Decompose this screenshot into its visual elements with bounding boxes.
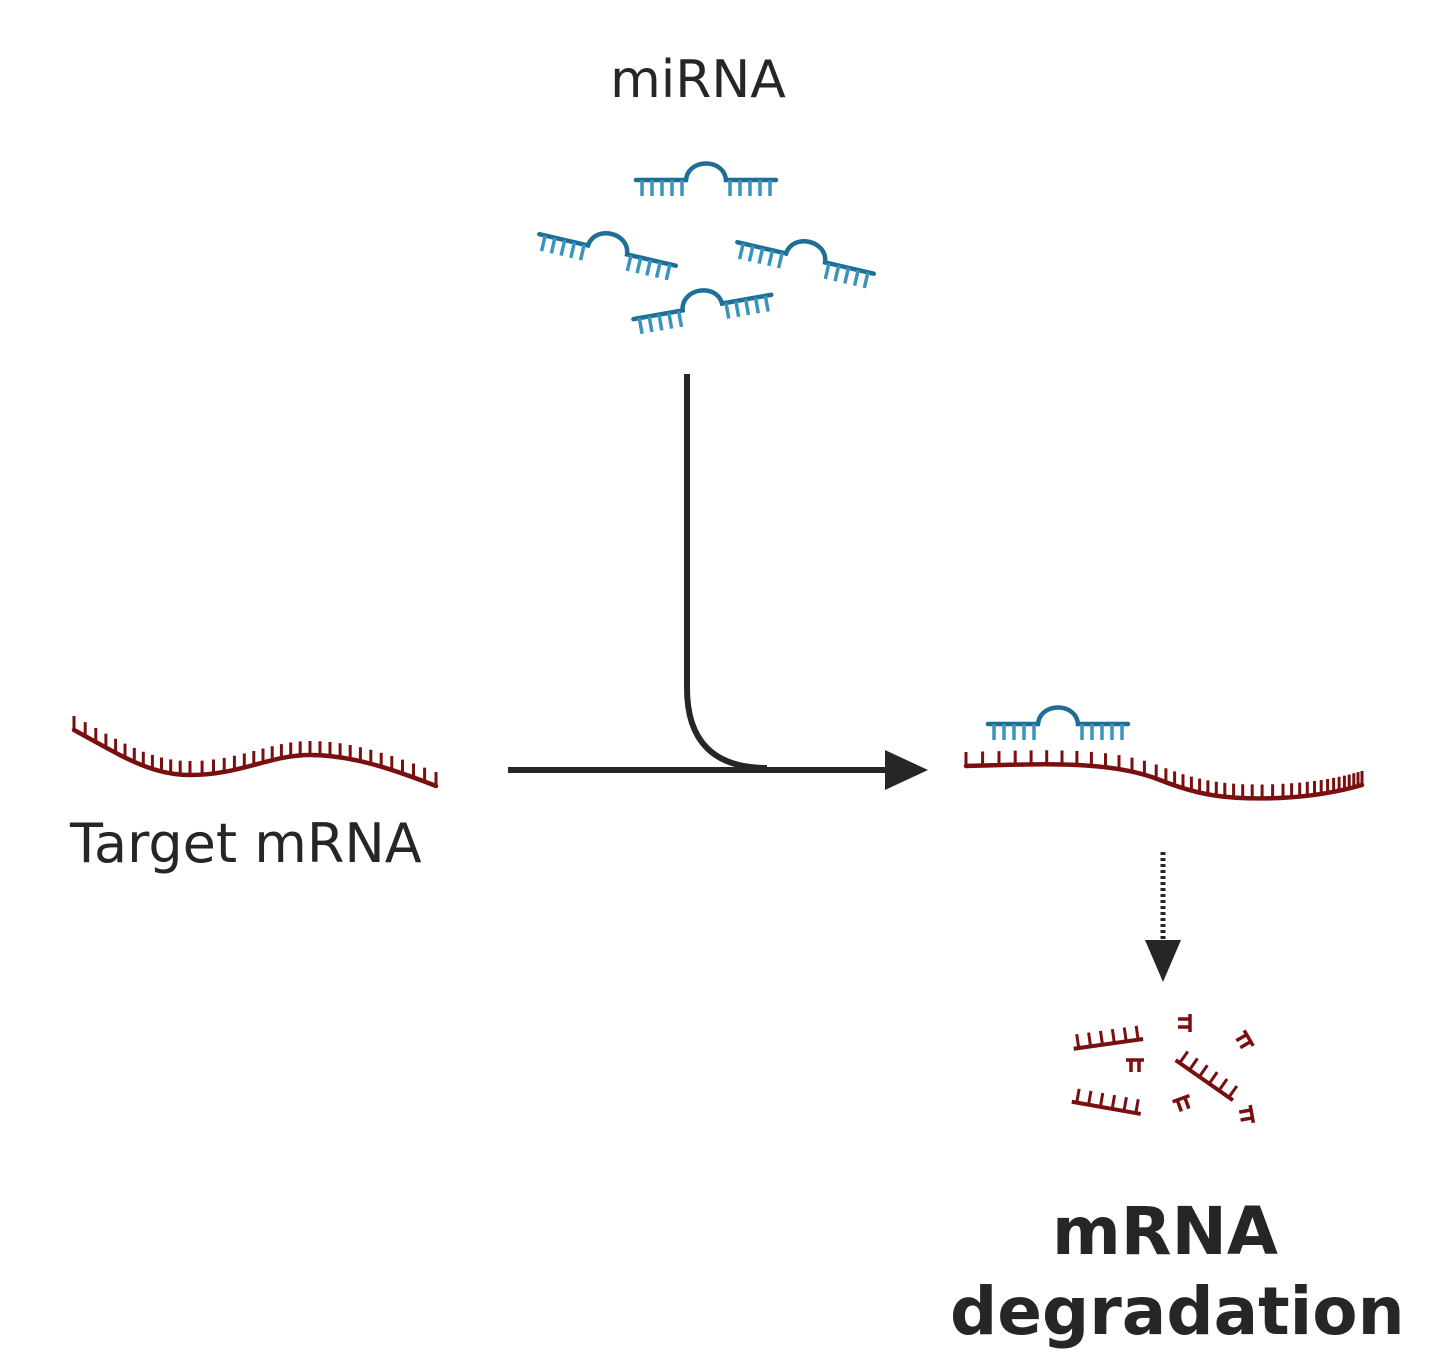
mrna-degradation-label: mRNA degradation (950, 1192, 1405, 1352)
degradation-label-line1: mRNA (1052, 1193, 1278, 1270)
mirna-molecule (631, 279, 775, 335)
mirna-molecule (636, 164, 776, 197)
mrna-fragment-bit (1176, 1012, 1192, 1034)
degradation-label-line2: degradation (950, 1273, 1405, 1350)
reaction-arrow (508, 374, 928, 790)
mrna-fragment-bit (1170, 1093, 1196, 1115)
bound-mirna (988, 708, 1128, 741)
mrna-fragments (1069, 1012, 1256, 1127)
mrna-fragment (1069, 1023, 1146, 1051)
target-mrna-strand (71, 716, 439, 789)
mrna-fragment (1069, 1085, 1146, 1116)
mrna-fragment-bit (1124, 1058, 1146, 1074)
bound-mrna-bases (964, 750, 1364, 799)
degradation-arrow (1145, 852, 1181, 982)
mirna-mrna-complex (963, 708, 1365, 801)
mrna-fragment (1173, 1046, 1243, 1103)
arrow-down-icon (1145, 940, 1181, 982)
mirna-molecule (536, 218, 680, 281)
target-mrna-bases (72, 716, 438, 786)
mrna-fragment-bit (1236, 1103, 1256, 1127)
mirna-cluster (536, 164, 878, 335)
mrna-fragment-bit (1232, 1028, 1255, 1054)
arrow-head-icon (885, 750, 928, 790)
mirna-molecule (734, 226, 878, 289)
mirna-label: miRNA (610, 50, 786, 110)
target-mrna-label: Target mRNA (70, 812, 422, 875)
